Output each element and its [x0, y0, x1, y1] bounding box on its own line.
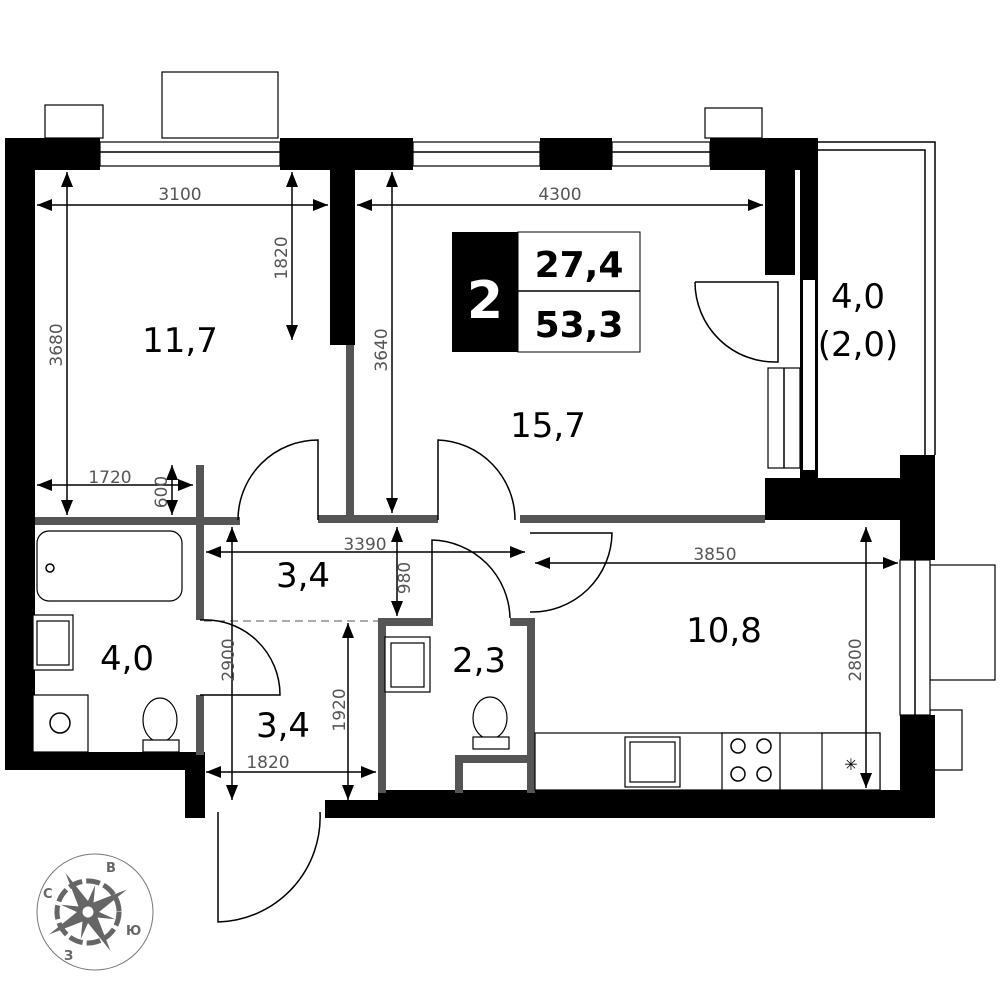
dim-hall-width: 3390: [343, 535, 386, 555]
dim-living-width: 4300: [538, 185, 581, 205]
dimension-labels: 3100 4300 1820 3680 3640 1720 600 3390 9…: [47, 185, 866, 773]
area-wc: 2,3: [452, 641, 506, 681]
dim-living-length: 3640: [372, 328, 392, 371]
dim-bath-width: 1720: [88, 468, 131, 488]
wc-toilet: [472, 696, 508, 740]
area-bedroom: 11,7: [142, 321, 218, 361]
dim-corridor-depth: 1920: [330, 688, 350, 731]
dim-kitchen-length: 2800: [846, 638, 866, 681]
doors[interactable]: [199, 281, 779, 923]
area-balcony-reduced: (2,0): [818, 325, 899, 365]
dimension-lines: [37, 172, 898, 800]
dim-kitchen-width: 3850: [693, 545, 736, 565]
door-kitchen[interactable]: [529, 532, 613, 613]
compass-north: С: [43, 887, 53, 902]
area-hall: 3,4: [276, 556, 330, 596]
door-entrance[interactable]: [217, 811, 321, 923]
area-summary-badge: 2 27,4 53,3: [452, 231, 641, 353]
dim-bedroom-length: 3680: [47, 323, 67, 366]
dim-bedroom-window-depth: 1820: [272, 236, 292, 279]
area-living-room: 15,7: [510, 406, 586, 446]
total-area: 53,3: [535, 305, 624, 346]
exterior-units: [44, 71, 996, 771]
vent-icon: ✳: [844, 755, 857, 774]
compass-icon: С В Ю З: [36, 853, 154, 971]
bathtub: [36, 530, 183, 602]
windows: [99, 141, 931, 716]
compass-south: Ю: [126, 924, 141, 939]
dim-corridor-length: 2900: [219, 638, 239, 681]
stove: [721, 732, 781, 791]
compass-west: З: [64, 949, 73, 964]
area-balcony: 4,0: [831, 277, 885, 317]
balcony: [800, 138, 936, 478]
door-wc[interactable]: [431, 539, 511, 619]
dim-hall-depth: 980: [395, 562, 415, 594]
dim-bath-gap: 600: [152, 476, 172, 508]
dim-corridor-width: 1820: [246, 753, 289, 773]
compass-east: В: [106, 861, 116, 876]
area-kitchen: 10,8: [686, 611, 762, 651]
room-areas: 11,7 15,7 4,0 (2,0) 3,4 4,0 3,4 2,3 10,8: [100, 277, 898, 746]
living-area: 27,4: [535, 245, 624, 286]
area-bathroom: 4,0: [100, 639, 154, 679]
dim-bedroom-width: 3100: [158, 185, 201, 205]
washing-machine: [32, 694, 89, 753]
interior-walls: [35, 345, 765, 793]
rooms-count: 2: [467, 271, 503, 331]
door-bathroom[interactable]: [199, 619, 281, 696]
door-living[interactable]: [437, 439, 516, 521]
fixtures: ✳: [32, 530, 881, 791]
toilet: [142, 697, 178, 743]
door-bedroom[interactable]: [237, 439, 319, 521]
door-balcony[interactable]: [694, 281, 779, 363]
area-corridor: 3,4: [256, 706, 310, 746]
